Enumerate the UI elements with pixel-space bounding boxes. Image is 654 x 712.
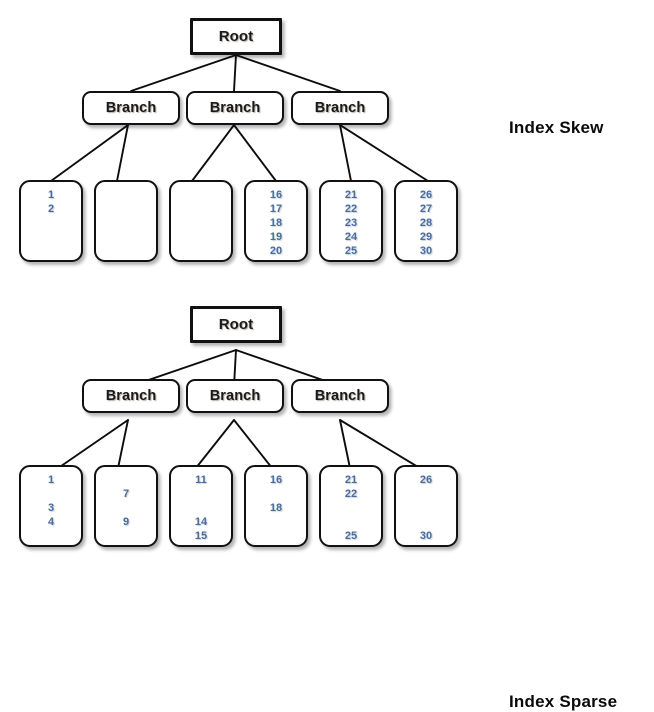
leaf-value: 21	[344, 189, 358, 201]
branch-node-label: Branch	[105, 388, 157, 404]
leaf-values: 21 22 25	[321, 467, 381, 545]
branch-node-label: Branch	[314, 100, 366, 116]
leaf-value: 25	[344, 245, 358, 257]
leaf-values: 26 30	[396, 467, 456, 545]
leaf-value: 28	[419, 217, 433, 229]
leaf-values: 16 17 18 19 20	[246, 182, 306, 260]
leaf-value: 1	[47, 474, 55, 486]
edge-branch1-leaf1	[50, 124, 129, 182]
skew-connector-lines	[50, 54, 429, 182]
leaf-node-6[interactable]: 26 27 28 29 30	[394, 180, 458, 262]
root-node-label: Root	[218, 316, 254, 333]
edge-branch2-leaf3	[191, 419, 235, 474]
leaf-value: 20	[269, 245, 283, 257]
leaf-values: 11 14 15	[171, 467, 231, 545]
index-skew-caption: Index Skew	[509, 118, 604, 137]
branch-node-2[interactable]: Branch	[186, 91, 284, 125]
leaf-value: 18	[269, 502, 283, 514]
leaf-node-5[interactable]: 21 22 23 24 25	[319, 180, 383, 262]
edge-root-branch-1	[130, 54, 237, 92]
leaf-value: 2	[47, 203, 55, 215]
branch-node-1[interactable]: Branch	[82, 379, 180, 413]
leaf-value: 15	[194, 530, 208, 542]
edge-branch3-leaf5	[339, 124, 352, 182]
leaf-value: 30	[419, 530, 433, 542]
leaf-value: 11	[195, 474, 207, 486]
leaf-values: 21 22 23 24 25	[321, 182, 381, 260]
leaf-value: 26	[419, 189, 433, 201]
root-node[interactable]: Root	[190, 306, 282, 343]
leaf-values	[171, 182, 231, 260]
leaf-value: 29	[419, 231, 433, 243]
leaf-value: 24	[344, 231, 358, 243]
edge-branch2-leaf4	[233, 419, 277, 474]
leaf-values: 26 27 28 29 30	[396, 182, 456, 260]
leaf-value: 14	[194, 516, 208, 528]
leaf-value: 3	[47, 502, 55, 514]
leaf-value: 18	[269, 217, 283, 229]
leaf-value: 7	[122, 488, 130, 500]
leaf-value: 26	[419, 474, 433, 486]
leaf-node-6[interactable]: 26 30	[394, 465, 458, 547]
leaf-node-4[interactable]: 16 17 18 19 20	[244, 180, 308, 262]
branch-node-label: Branch	[314, 388, 366, 404]
leaf-node-3[interactable]: 11 14 15	[169, 465, 233, 547]
branch-node-label: Branch	[209, 100, 261, 116]
leaf-value: 9	[122, 516, 130, 528]
leaf-value: 17	[269, 203, 283, 215]
branch-node-3[interactable]: Branch	[291, 91, 389, 125]
branch-node-label: Branch	[105, 100, 157, 116]
edge-branch1-leaf2	[116, 419, 129, 474]
branch-node-label: Branch	[209, 388, 261, 404]
leaf-value: 16	[269, 474, 283, 486]
edge-branch3-leaf6	[339, 419, 429, 474]
leaf-value: 27	[419, 203, 433, 215]
branch-node-3[interactable]: Branch	[291, 379, 389, 413]
edge-root-branch-2	[233, 54, 237, 92]
edge-branch3-leaf5	[339, 419, 352, 474]
leaf-value: 21	[344, 474, 358, 486]
leaf-value: 30	[419, 245, 433, 257]
leaf-node-5[interactable]: 21 22 25	[319, 465, 383, 547]
leaf-node-1[interactable]: 1 3 4	[19, 465, 83, 547]
branch-node-2[interactable]: Branch	[186, 379, 284, 413]
leaf-value: 1	[47, 189, 55, 201]
root-node[interactable]: Root	[190, 18, 282, 55]
leaf-values	[96, 182, 156, 260]
edge-branch3-leaf6	[339, 124, 429, 182]
leaf-value: 23	[344, 217, 358, 229]
edge-root-branch-3	[235, 54, 341, 92]
leaf-value: 16	[269, 189, 283, 201]
leaf-value: 22	[344, 488, 358, 500]
edge-branch1-leaf2	[116, 124, 129, 182]
root-node-label: Root	[218, 28, 254, 45]
edge-branch2-leaf4	[233, 124, 277, 182]
branch-node-1[interactable]: Branch	[82, 91, 180, 125]
index-sparse-caption: Index Sparse	[509, 692, 618, 711]
leaf-value: 25	[344, 530, 358, 542]
leaf-value: 19	[269, 231, 283, 243]
leaf-value: 4	[47, 516, 55, 528]
leaf-node-2[interactable]	[94, 180, 158, 262]
leaf-node-3[interactable]	[169, 180, 233, 262]
leaf-value: 22	[344, 203, 358, 215]
edge-branch2-leaf3	[191, 124, 235, 182]
leaf-values: 1 3 4	[21, 467, 81, 545]
edge-branch1-leaf1	[50, 419, 129, 474]
